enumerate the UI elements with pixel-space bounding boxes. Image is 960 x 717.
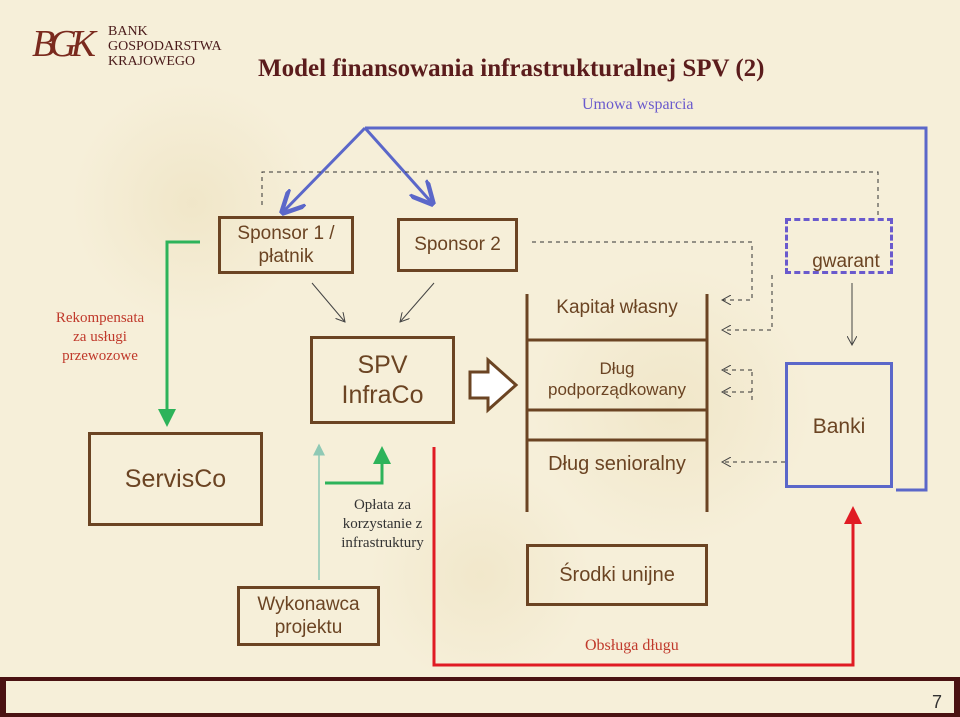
footer-bar — [0, 677, 960, 717]
senior-debt-label: Dług senioralny — [548, 453, 686, 475]
fee-label: Opłata za korzystanie z infrastruktury — [341, 497, 424, 551]
background — [0, 0, 960, 677]
funds-box: Środki unijne — [526, 544, 708, 606]
sponsor2-label: Sponsor 2 — [414, 234, 501, 255]
logo-line3: KRAJOWEGO — [108, 54, 196, 69]
support-agreement-label: Umowa wsparcia — [582, 96, 694, 113]
support-arrow-to-sponsor2 — [363, 127, 432, 203]
support-arrow-to-sponsor1 — [283, 126, 367, 212]
servisco-box: ServisCo — [88, 432, 263, 526]
funds-label: Środki unijne — [559, 563, 675, 586]
contractor-box: Wykonawca projektu — [237, 586, 380, 646]
bgk-logo: BGK BANK GOSPODARSTWA KRAJOWEGO — [32, 22, 232, 72]
sponsor2-box: Sponsor 2 — [397, 218, 518, 272]
red-arrow-debt-service — [432, 447, 862, 667]
servisco-label: ServisCo — [124, 464, 227, 493]
big-arrow — [468, 356, 519, 414]
guarantor-label: gwarant — [812, 251, 880, 272]
logo-line1: BANK — [108, 24, 148, 39]
sponsor1-label: Sponsor 1 / płatnik — [237, 223, 335, 267]
banks-label: Banki — [812, 415, 866, 438]
page-title: Model finansowania infrastrukturalnej SP… — [258, 55, 765, 82]
equity-label: Kapitał własny — [556, 297, 678, 318]
spv-box: SPV InfraCo — [310, 336, 455, 424]
support-line-to-banks — [365, 126, 928, 492]
diagram-connectors — [158, 126, 928, 667]
contractor-label: Wykonawca projektu — [257, 594, 360, 638]
spv-label-2: InfraCo — [341, 381, 424, 409]
sub-debt-label: Dług podporządkowany — [548, 359, 686, 399]
page-number: 7 — [931, 692, 942, 712]
green-arrow-servisco — [158, 240, 200, 427]
debt-service-label: Obsługa długu — [585, 637, 679, 654]
logo-line2: GOSPODARSTWA — [108, 39, 222, 54]
banks-box: Banki — [785, 362, 893, 488]
guarantor-box: gwarant — [785, 218, 893, 274]
sponsor1-box: Sponsor 1 / płatnik — [218, 216, 354, 274]
bgk-monogram: BGK — [32, 23, 96, 65]
compensation-label: Rekompensata za usługi przewozowe — [55, 310, 145, 364]
spv-label-1: SPV — [357, 351, 408, 379]
green-arrow-spv — [325, 446, 391, 485]
